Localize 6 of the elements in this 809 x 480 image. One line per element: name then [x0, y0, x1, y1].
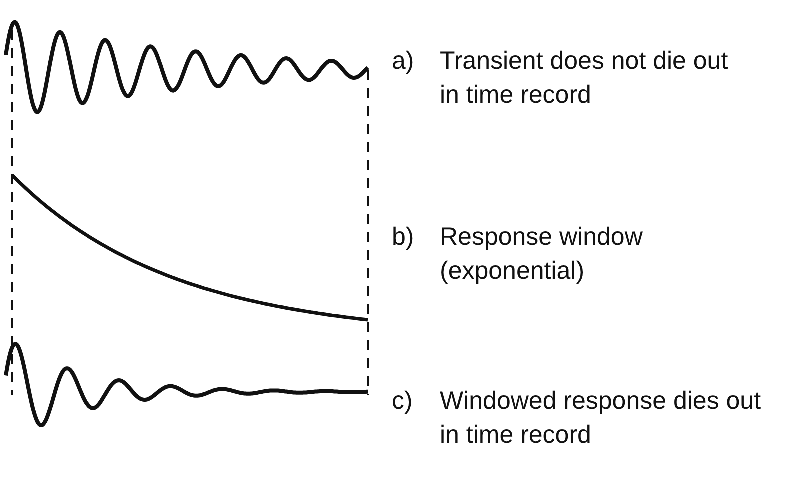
item-marker: a)	[392, 46, 416, 77]
caption-text: Windowed response dies out in time record	[440, 386, 762, 451]
caption-text: Transient does not die out in time record	[440, 46, 730, 111]
item-marker: c)	[392, 386, 414, 417]
item-marker: b)	[392, 222, 416, 253]
caption-text: Response window (exponential)	[440, 222, 644, 287]
